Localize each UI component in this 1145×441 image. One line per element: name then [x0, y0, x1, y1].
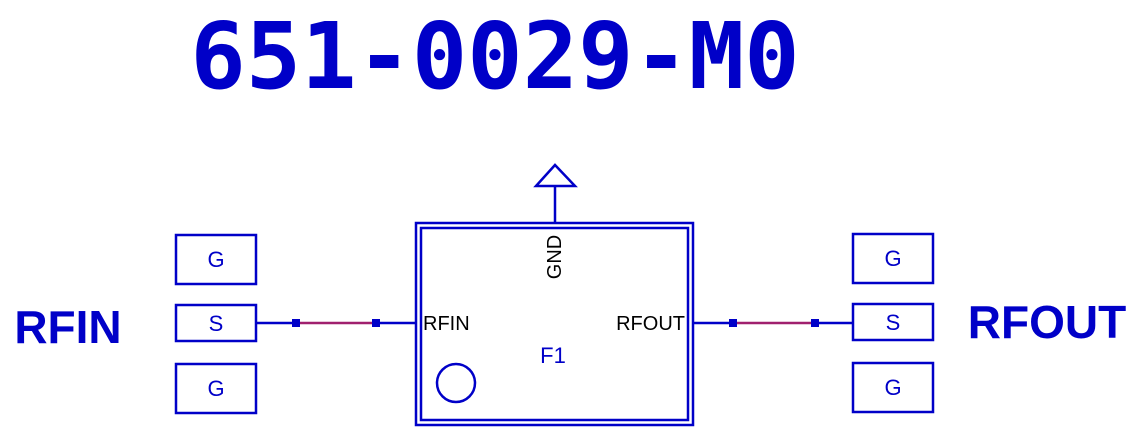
input-pad-bottom: G — [174, 362, 258, 415]
output-port-name: RFOUT — [968, 296, 1126, 348]
component-ref: F1 — [540, 343, 566, 368]
pad-label: G — [207, 376, 224, 401]
pad-label: S — [209, 311, 224, 336]
pin-label-gnd: GND — [544, 235, 566, 279]
pad-label: G — [884, 246, 901, 271]
input-pad-signal: S — [174, 303, 258, 343]
ground-arrow-icon — [533, 163, 578, 223]
input-port-name: RFIN — [14, 301, 121, 353]
pad-label: S — [886, 310, 901, 335]
output-net — [693, 319, 853, 327]
pin1-circle-icon — [435, 362, 477, 404]
output-junction-left — [729, 319, 737, 327]
input-junction-right — [372, 319, 380, 327]
part-number-title: 651-0029-M0 — [190, 3, 799, 110]
output-pad-bottom: G — [851, 361, 935, 414]
pin-label-rfout: RFOUT — [616, 313, 685, 335]
input-net — [256, 319, 417, 327]
pin-label-rfin: RFIN — [423, 313, 470, 335]
pad-label: G — [884, 375, 901, 400]
component-f1: F1 RFIN RFOUT GND — [414, 221, 695, 427]
input-junction-left — [292, 319, 300, 327]
input-pad-top: G — [174, 233, 258, 286]
output-junction-right — [811, 319, 819, 327]
output-pad-signal: S — [851, 302, 935, 342]
output-pad-top: G — [851, 232, 935, 285]
pad-label: G — [207, 247, 224, 272]
